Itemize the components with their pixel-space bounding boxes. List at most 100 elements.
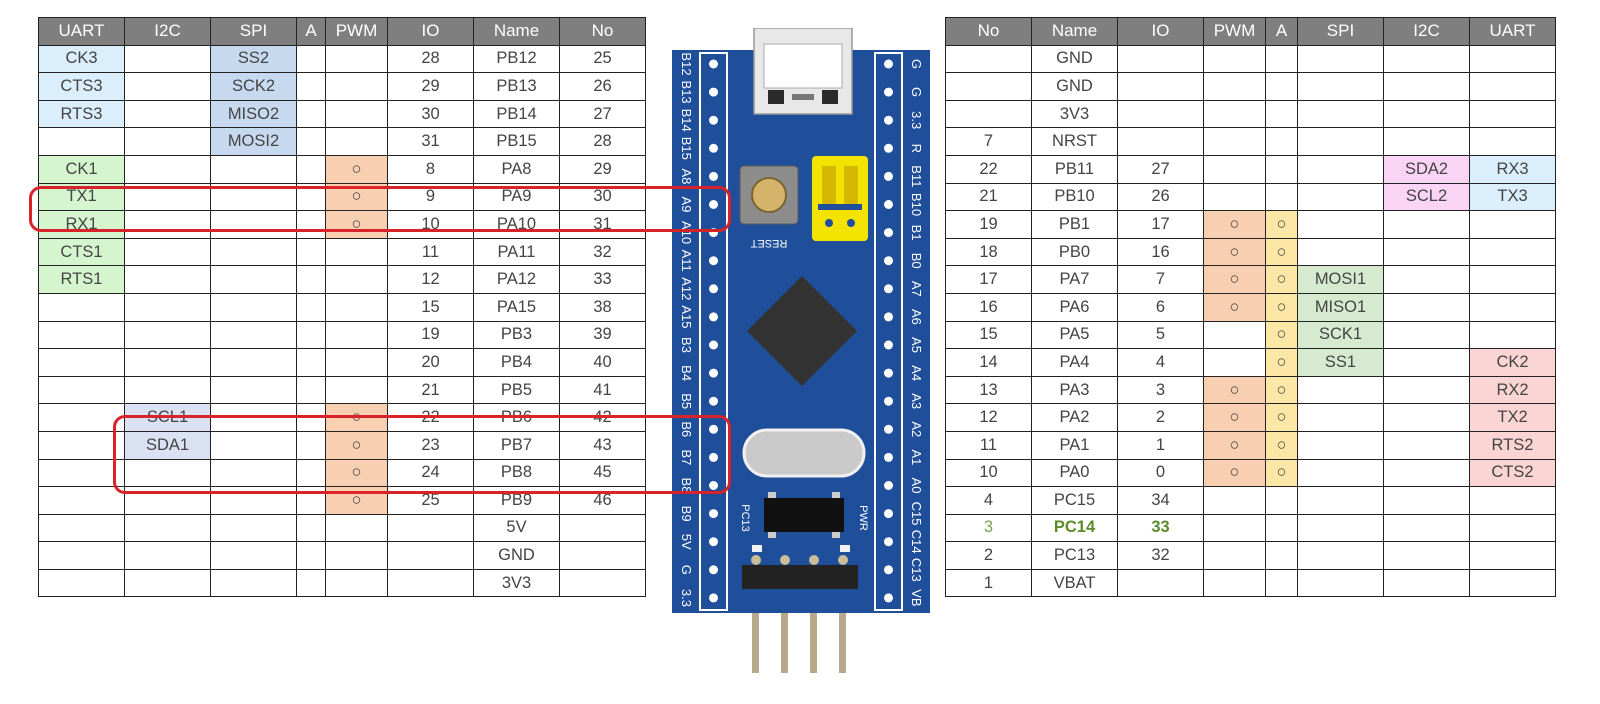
- table-cell: [38, 375, 125, 405]
- table-cell: [1469, 210, 1556, 239]
- table-cell: [1383, 72, 1470, 101]
- table-cell: [1265, 182, 1298, 212]
- pin-label: 5V: [679, 534, 694, 550]
- table-cell: 11: [945, 430, 1032, 460]
- pin-label: A8: [679, 168, 694, 184]
- table-cell: ○: [325, 458, 388, 488]
- pin-label: B7: [679, 449, 694, 465]
- table-cell: 29: [559, 154, 646, 184]
- right-header-no: No: [945, 17, 1032, 46]
- table-cell: SDA1: [124, 430, 211, 460]
- pin-hole: [884, 452, 893, 462]
- left-pin-holes: [709, 59, 718, 603]
- pin-label: VB: [909, 589, 924, 606]
- table-cell: [1297, 237, 1384, 267]
- table-cell: PB10: [1031, 182, 1118, 212]
- pin-hole: [884, 340, 893, 350]
- table-cell: 4: [1117, 348, 1204, 377]
- right-header-pwm: PWM: [1203, 17, 1266, 46]
- pin-hole: [884, 565, 893, 575]
- table-cell: [945, 72, 1032, 101]
- table-cell: [38, 430, 125, 460]
- table-cell: [1383, 127, 1470, 156]
- pin-label: R: [909, 144, 924, 153]
- left-header-i2c: I2C: [124, 17, 211, 46]
- table-cell: ○: [325, 210, 388, 239]
- table-cell: [296, 99, 326, 129]
- table-cell: [1383, 403, 1470, 432]
- table-cell: [1383, 210, 1470, 239]
- table-cell: [1203, 486, 1266, 515]
- table-cell: [1297, 430, 1384, 460]
- table-cell: ○: [1203, 265, 1266, 294]
- table-cell: [1203, 513, 1266, 543]
- table-cell: PA0: [1031, 458, 1118, 488]
- table-cell: ○: [1265, 210, 1298, 239]
- table-cell: [210, 513, 297, 543]
- table-cell: ○: [1265, 430, 1298, 460]
- table-cell: 20: [387, 348, 474, 377]
- table-cell: [559, 568, 646, 598]
- table-cell: [1469, 292, 1556, 322]
- table-cell: ○: [1265, 265, 1298, 294]
- table-cell: [124, 44, 211, 74]
- pin-label: B8: [679, 478, 694, 494]
- table-cell: 3: [1117, 375, 1204, 405]
- pin-label: B14: [679, 109, 694, 132]
- table-cell: 12: [387, 265, 474, 294]
- table-cell: 21: [945, 182, 1032, 212]
- pin-hole: [709, 509, 718, 519]
- table-cell: [1265, 568, 1298, 598]
- table-cell: 32: [1117, 541, 1204, 570]
- table-cell: [124, 237, 211, 267]
- table-cell: 27: [1117, 154, 1204, 184]
- pin-label: B1: [909, 225, 924, 241]
- table-cell: PB4: [473, 348, 560, 377]
- pin-label: A7: [909, 281, 924, 297]
- table-cell: ○: [1265, 458, 1298, 488]
- table-cell: [124, 127, 211, 156]
- pin-hole: [709, 368, 718, 378]
- table-cell: 5V: [473, 513, 560, 543]
- reset-label: RESET: [750, 237, 787, 249]
- table-cell: MOSI2: [210, 127, 297, 156]
- table-cell: CK2: [1469, 348, 1556, 377]
- pin-hole: [709, 452, 718, 462]
- table-cell: [124, 72, 211, 101]
- pin-hole: [884, 228, 893, 238]
- table-cell: [1297, 375, 1384, 405]
- table-cell: [38, 127, 125, 156]
- table-cell: [210, 320, 297, 350]
- table-cell: 14: [945, 348, 1032, 377]
- table-cell: CTS2: [1469, 458, 1556, 488]
- table-cell: PA7: [1031, 265, 1118, 294]
- table-cell: 2: [1117, 403, 1204, 432]
- table-cell: ○: [1203, 375, 1266, 405]
- table-cell: SCK2: [210, 72, 297, 101]
- pin-label: A4: [909, 365, 924, 381]
- pin-label: A6: [909, 309, 924, 325]
- left-header-io: IO: [387, 17, 474, 46]
- table-cell: 17: [1117, 210, 1204, 239]
- right-pin-labels: GG3.3RB11B10B1B0A7A6A5A4A3A2A1A0C15C14C1…: [909, 59, 924, 607]
- pin-label: 3.3: [909, 111, 924, 129]
- table-cell: [1297, 568, 1384, 598]
- table-cell: 25: [559, 44, 646, 74]
- table-row: GND: [945, 72, 1556, 101]
- table-cell: ○: [1265, 403, 1298, 432]
- right-header-a: A: [1265, 17, 1298, 46]
- right-header-uart: UART: [1469, 17, 1556, 46]
- left-pin-labels: B12B13B14B15A8A9A10A11A12A15B3B4B5B6B7B8…: [679, 52, 694, 607]
- table-cell: 3V3: [1031, 99, 1118, 129]
- table-cell: ○: [1203, 430, 1266, 460]
- table-cell: [325, 292, 388, 322]
- pin-hole: [884, 200, 893, 209]
- pin-label: A2: [909, 421, 924, 437]
- table-cell: PA4: [1031, 348, 1118, 377]
